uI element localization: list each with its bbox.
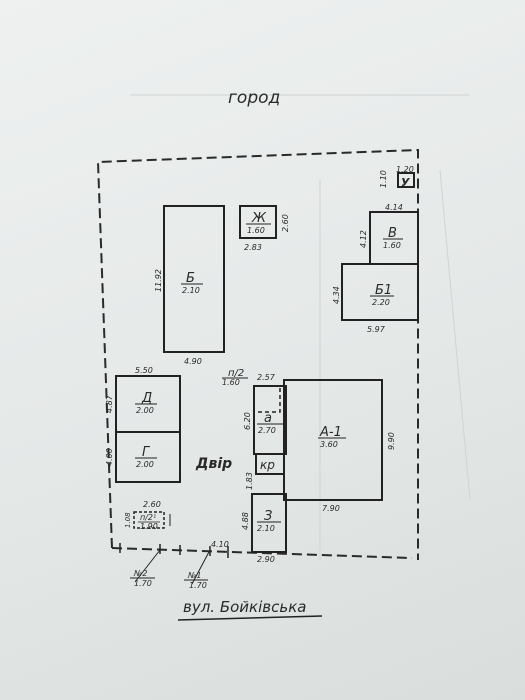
building-kr-name: кр — [260, 458, 275, 472]
building-b1-name: Б1 — [375, 283, 392, 298]
building-d-height: 2.00 — [136, 406, 154, 415]
building-b-height: 2.10 — [182, 286, 200, 295]
gate-distance: 4.10 — [211, 540, 229, 549]
building-a1: А-1 3.60 7.90 9.90 — [283, 379, 396, 513]
building-kr-length: 1.83 — [245, 472, 254, 490]
building-v-width: 4.14 — [385, 203, 403, 212]
building-a-small-height: 2.70 — [258, 426, 276, 435]
building-d-length: 4.87 — [105, 394, 114, 413]
building-b-width: 4.90 — [184, 357, 202, 366]
building-zh-height: 1.60 — [247, 226, 265, 235]
corner-height: 1.10 — [379, 170, 388, 188]
building-b-length: 11.92 — [154, 269, 163, 292]
building-z-width: 2.90 — [257, 555, 275, 564]
gate-1-width: 1.70 — [189, 581, 207, 590]
building-zh: Ж 1.60 2.83 2.60 — [239, 205, 290, 252]
gate-2-width: 1.70 — [134, 579, 152, 588]
gate-1-name: №1 — [187, 571, 201, 580]
building-a-small-name: а — [264, 411, 272, 426]
street-fence-ticks — [119, 543, 229, 558]
building-a1-length: 9.90 — [387, 432, 396, 450]
porch-small-height: 1.90 — [140, 522, 158, 531]
building-z-length: 4.88 — [241, 512, 250, 530]
porch-small-width: 2.60 — [143, 500, 161, 509]
porch-small-side: 1.08 — [124, 512, 132, 528]
gate-2: №2 1.70 — [130, 549, 161, 588]
porch-p2-width: 2.57 — [257, 373, 276, 382]
street-label: вул. Бойківська — [183, 598, 306, 616]
building-b1-height: 2.20 — [372, 298, 390, 307]
building-g-length: 4.00 — [105, 448, 114, 466]
building-z: З 2.10 2.90 4.88 — [241, 493, 287, 564]
gate-2-name: №2 — [133, 569, 147, 578]
building-v-length: 4.12 — [359, 230, 368, 248]
porch-p2-name: п/2 — [228, 368, 244, 379]
building-d-width: 5.50 — [135, 366, 153, 375]
garden-label: город — [228, 88, 280, 108]
building-kr: кр 1.83 — [245, 453, 285, 490]
building-zh-length: 2.60 — [281, 214, 290, 232]
building-z-height: 2.10 — [257, 524, 275, 533]
building-a-small-length: 6.20 — [243, 412, 252, 430]
building-a1-height: 3.60 — [320, 440, 338, 449]
building-v-height: 1.60 — [383, 241, 401, 250]
building-d-name: Д — [141, 391, 152, 406]
building-g-height: 2.00 — [136, 460, 154, 469]
building-zh-width: 2.83 — [244, 243, 262, 252]
building-a1-name: А-1 — [319, 425, 342, 440]
building-v: В 1.60 4.14 4.12 — [359, 203, 419, 265]
building-v-name: В — [388, 226, 397, 241]
street-underline — [177, 615, 323, 621]
building-b: Б 2.10 4.90 11.92 — [154, 205, 225, 366]
building-b1-width: 5.97 — [367, 325, 386, 334]
building-d: Д 2.00 5.50 4.87 — [105, 366, 181, 433]
building-b1: Б1 2.20 5.97 4.34 — [332, 263, 419, 334]
porch-small-name: п/2¹ — [140, 513, 156, 522]
corner-mark: У — [401, 176, 410, 189]
building-b-name: Б — [186, 271, 195, 286]
building-b1-length: 4.34 — [332, 286, 341, 304]
paper-grid — [130, 94, 471, 560]
building-g-name: Г — [142, 445, 151, 460]
porch-p2: п/2 1.60 2.57 — [222, 368, 281, 413]
gate-1: №1 1.70 — [184, 549, 211, 590]
yard-label: Двір — [195, 456, 232, 472]
corner-width: 1.20 — [396, 165, 414, 174]
building-zh-name: Ж — [251, 211, 267, 226]
building-z-name: З — [264, 509, 272, 524]
building-a1-width: 7.90 — [322, 504, 340, 513]
corner-box — [397, 172, 415, 188]
porch-p2-height: 1.60 — [222, 378, 240, 387]
building-g: Г 2.00 4.00 — [105, 431, 181, 483]
porch-small: 2.60 п/2¹ 1.90 1.08 — [124, 500, 171, 531]
